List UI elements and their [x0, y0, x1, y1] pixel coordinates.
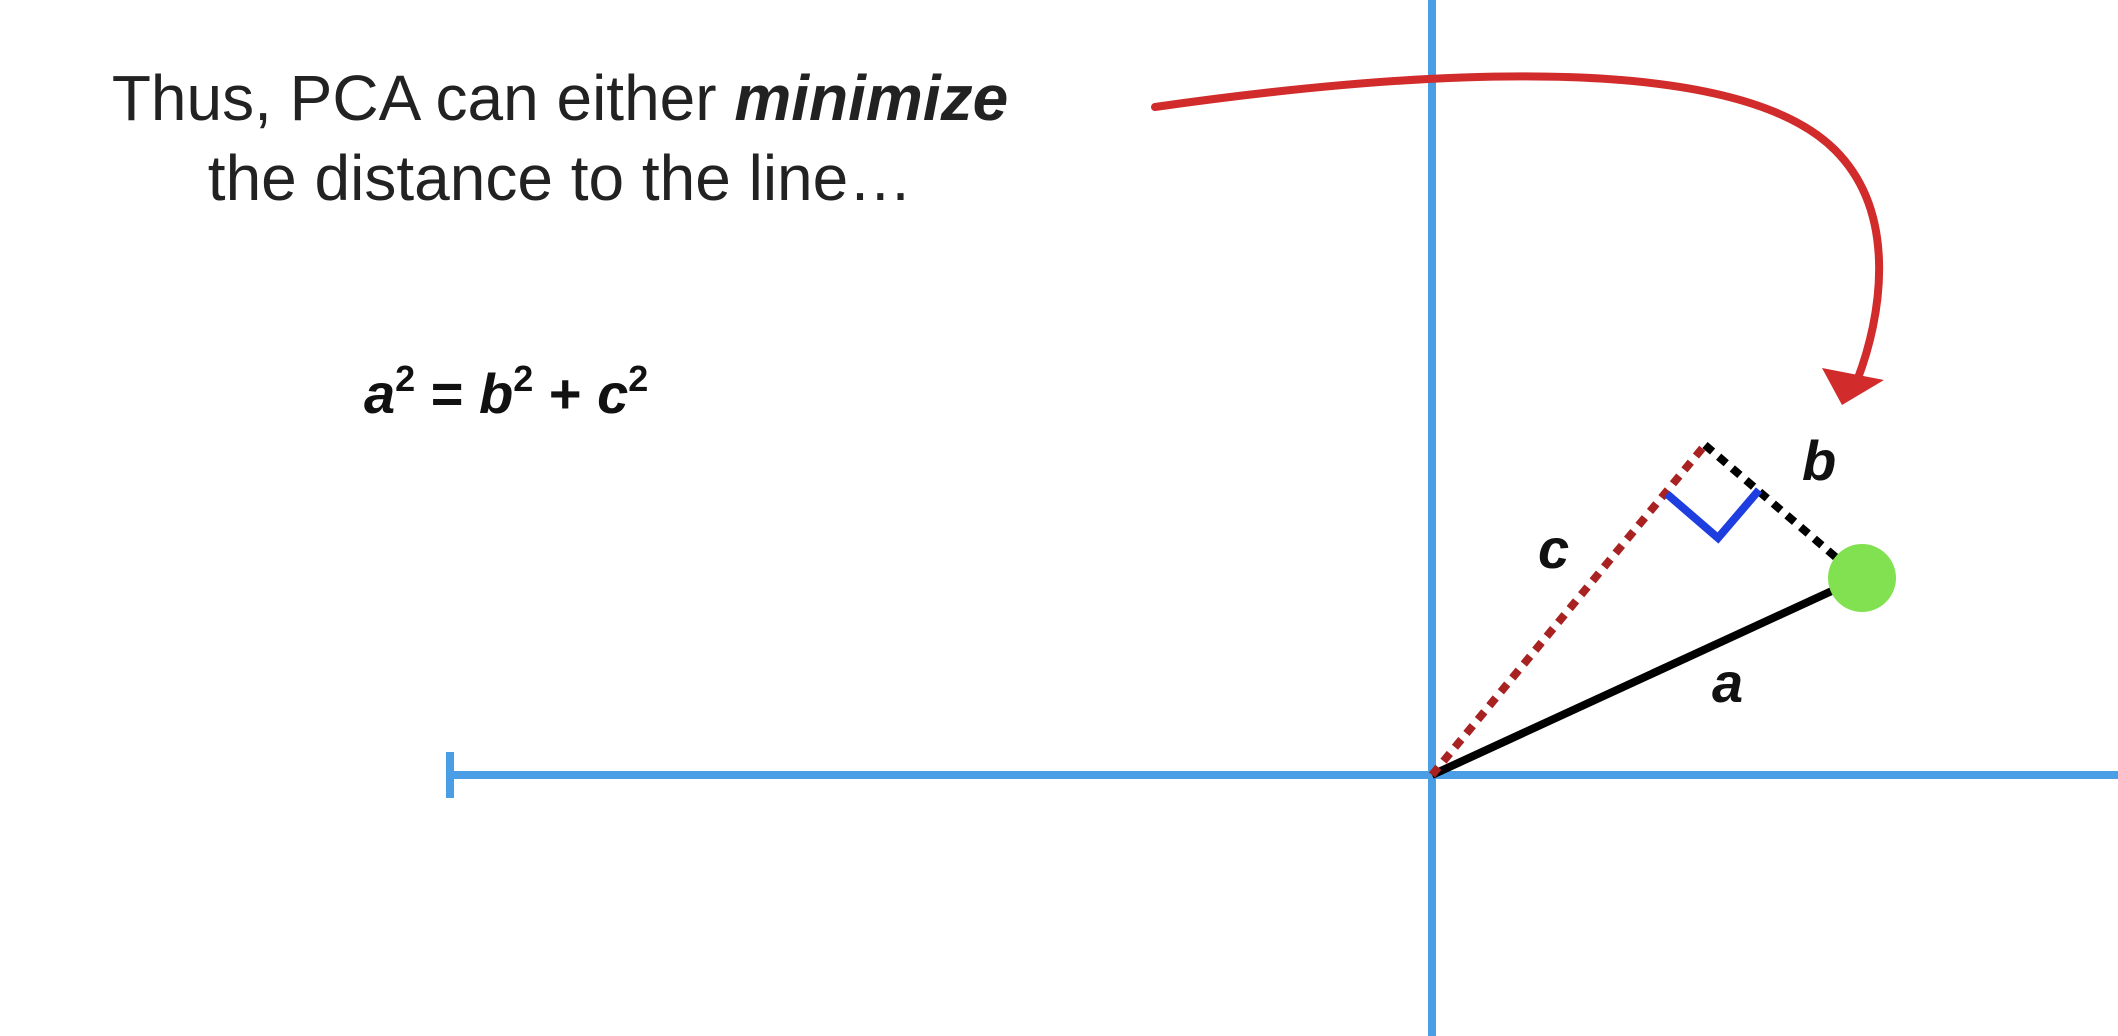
- caption-line-1-text: Thus, PCA can either: [111, 62, 735, 134]
- label-a: a: [1712, 651, 1744, 714]
- curved-arrow: [1151, 72, 1884, 382]
- equation-a: a: [364, 362, 396, 425]
- segment-b: [1702, 441, 1863, 582]
- segment-c: [1428, 442, 1709, 778]
- arrow-head-icon: [1822, 368, 1884, 405]
- caption-emphasis: minimize: [734, 62, 1009, 134]
- equation-c: c: [597, 362, 629, 425]
- equation-equals: =: [415, 362, 480, 425]
- segment-a: [1430, 574, 1862, 779]
- equation-a-exponent: 2: [395, 358, 416, 399]
- right-angle-marker: [1664, 487, 1763, 544]
- caption-line-2: the distance to the line…: [207, 142, 913, 214]
- caption-line-1: Thus, PCA can either minimize: [60, 58, 1060, 138]
- pythagorean-equation: a2 = b2 + c2: [364, 358, 648, 426]
- equation-c-exponent: 2: [628, 358, 649, 399]
- equation-b: b: [479, 362, 514, 425]
- label-c: c: [1538, 517, 1570, 580]
- data-point: [1828, 544, 1896, 612]
- caption: Thus, PCA can either minimize the distan…: [60, 58, 1060, 218]
- equation-b-exponent: 2: [513, 358, 534, 399]
- equation-plus: +: [533, 362, 598, 425]
- label-b: b: [1802, 429, 1837, 492]
